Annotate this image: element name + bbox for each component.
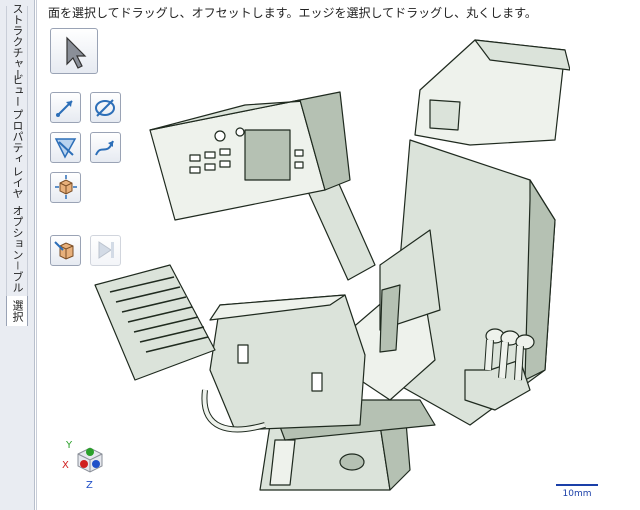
- console-buttons: [189, 148, 304, 174]
- select-body-icon: [55, 175, 77, 199]
- axis-triad: X Y Z: [62, 440, 103, 491]
- console-knob: [235, 127, 245, 137]
- select-face-icon: [54, 138, 77, 159]
- scale-label: 10mm: [562, 489, 592, 499]
- seat-model-3d[interactable]: [90, 30, 570, 500]
- footrest: [94, 264, 216, 381]
- select-loop-icon: [95, 99, 115, 117]
- select-tool-button[interactable]: [50, 28, 98, 74]
- component-button[interactable]: [50, 235, 81, 266]
- play-button[interactable]: [90, 235, 121, 266]
- z-axis-label: Z: [86, 480, 93, 491]
- select-loop-button[interactable]: [90, 92, 121, 123]
- tab-layers[interactable]: レイヤ: [6, 163, 28, 201]
- armrest-left-top: [209, 294, 346, 321]
- headrest-top: [474, 39, 570, 71]
- scale-line: [556, 484, 598, 486]
- x-axis-label: X: [62, 460, 69, 471]
- tab-select[interactable]: 選択: [6, 296, 28, 326]
- select-face-button[interactable]: [50, 132, 81, 163]
- x-axis-dot: [80, 460, 88, 468]
- tab-view[interactable]: ビュー: [6, 70, 28, 110]
- console-face: [149, 99, 326, 221]
- y-axis-dot: [86, 448, 94, 456]
- side-panel-tabs: ストラクチャー ビュー プロパティ レイヤ オプション－ブル 選択: [0, 0, 35, 510]
- z-axis-dot: [92, 460, 100, 468]
- select-arrow-icon: [66, 36, 87, 69]
- console-knob: [214, 130, 226, 142]
- select-line-icon: [56, 100, 73, 117]
- headrest-window: [429, 99, 461, 131]
- pipe-rings: [485, 328, 535, 350]
- y-axis-label: Y: [65, 440, 73, 451]
- armrest-slot: [311, 372, 323, 392]
- pedestal-pin: [339, 453, 365, 471]
- select-body-button[interactable]: [50, 172, 81, 203]
- arm-window: [379, 284, 401, 353]
- tab-options[interactable]: オプション－ブル: [6, 200, 28, 298]
- instruction-text: 面を選択してドラッグし、オフセットします。エッジを選択してドラッグし、丸くします…: [48, 6, 537, 20]
- armrest-slot: [237, 344, 249, 364]
- console-side: [299, 91, 351, 191]
- console-screen: [244, 129, 291, 181]
- tab-structure[interactable]: ストラクチャー: [6, 3, 28, 80]
- footrest-grill: [109, 276, 209, 353]
- tab-properties[interactable]: プロパティ: [6, 108, 28, 164]
- select-curve-icon: [95, 140, 114, 156]
- component-icon: [54, 241, 74, 260]
- select-line-button[interactable]: [50, 92, 81, 123]
- pedestal-slot: [269, 439, 296, 486]
- select-curve-button[interactable]: [90, 132, 121, 163]
- scale-bar: 10mm: [556, 484, 598, 499]
- play-icon: [98, 241, 114, 259]
- seat-back-side: [524, 179, 556, 381]
